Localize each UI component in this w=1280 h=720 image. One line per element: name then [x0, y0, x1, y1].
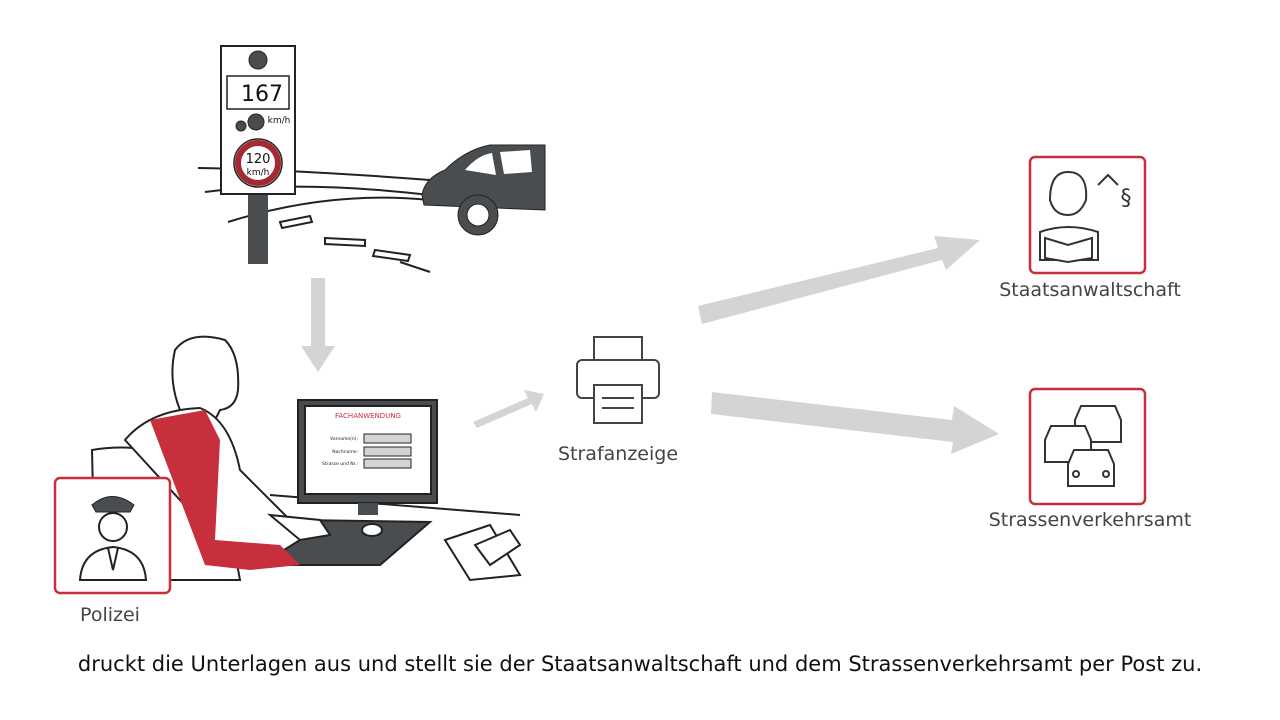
traffic-office-icon [1028, 387, 1147, 506]
speed-camera: 167 km/h 120 km/h [220, 45, 296, 264]
speed-unit: km/h [268, 116, 291, 126]
arrow-to-prosecutor [698, 236, 980, 324]
printer-icon [576, 336, 660, 424]
form-label: Strasse und Nr.: [322, 461, 358, 467]
svg-text:§: § [1121, 186, 1132, 211]
prosecutor-label: Staatsanwaltschaft [999, 279, 1181, 301]
monitor-title: FACHANWENDUNG [335, 412, 401, 420]
subtitle-caption: druckt die Unterlagen aus und stellt sie… [77, 652, 1203, 676]
arrow-to-traffic-office [711, 392, 999, 454]
car-icon [421, 144, 546, 236]
flow-arrows [301, 236, 999, 454]
arrow-to-printer [473, 390, 544, 428]
printer-label: Strafanzeige [557, 443, 679, 465]
form-label: Nachname: [332, 449, 358, 455]
police-icon [53, 476, 172, 595]
monitor-form: Vorname(n): Nachname: Strasse und Nr.: [322, 433, 412, 469]
prosecutor-icon: § [1028, 155, 1147, 275]
speed-limit-unit: km/h [247, 168, 270, 178]
speed-limit: 120 [246, 152, 271, 167]
measured-speed: 167 [241, 82, 283, 107]
traffic-office-label: Strassenverkehrsamt [988, 509, 1192, 531]
police-label: Polizei [80, 604, 140, 626]
form-label: Vorname(n): [330, 436, 358, 442]
arrow-down [301, 278, 335, 372]
